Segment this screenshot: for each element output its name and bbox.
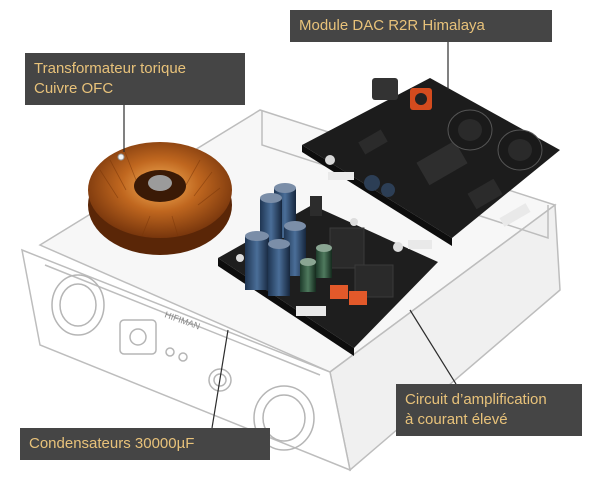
callout-dac-module-text: Module DAC R2R Himalaya bbox=[299, 16, 543, 36]
toroidal-transformer bbox=[88, 142, 232, 255]
callout-amplification: Circuit d’amplification à courant élevé bbox=[396, 384, 582, 436]
callout-transformer: Transformateur torique Cuivre OFC bbox=[25, 53, 245, 105]
callout-amplification-line1: Circuit d’amplification bbox=[405, 390, 573, 410]
callout-capacitors-text: Condensateurs 30000µF bbox=[29, 434, 261, 454]
callout-transformer-line1: Transformateur torique bbox=[34, 59, 236, 79]
callout-amplification-line2: à courant élevé bbox=[405, 410, 573, 430]
callout-transformer-line2: Cuivre OFC bbox=[34, 79, 236, 99]
callout-dac-module: Module DAC R2R Himalaya bbox=[290, 10, 552, 42]
callout-capacitors: Condensateurs 30000µF bbox=[20, 428, 270, 460]
